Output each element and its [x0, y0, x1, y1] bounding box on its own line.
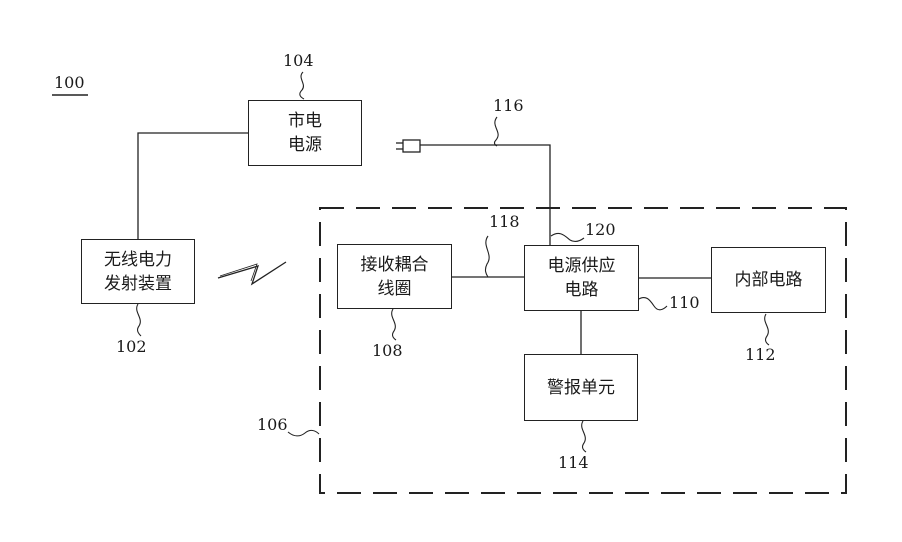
leader-114: [581, 420, 587, 453]
leader-110: [636, 297, 668, 311]
ref-104: 104: [283, 51, 314, 70]
mains-power-line-2: 电源: [288, 135, 322, 155]
ref-118: 118: [489, 212, 520, 231]
alarm-unit-line-1: 警报单元: [547, 377, 615, 398]
receiver-coil-line-1: 接收耦合: [360, 254, 429, 275]
ref-116: 116: [493, 96, 524, 115]
mains-power-block: 市电 电源: [248, 100, 362, 166]
alarm-unit-block: 警报单元: [524, 354, 638, 421]
power-supply-circuit-block: 电源供应 电路: [524, 245, 639, 311]
leader-112: [764, 313, 770, 346]
transmitter-line-1: 无线电力: [104, 249, 172, 270]
ref-112: 112: [745, 345, 776, 364]
leader-120: [550, 232, 585, 243]
wireless-transmitter-block: 无线电力 发射装置: [81, 239, 195, 304]
ref-120: 120: [585, 220, 616, 239]
internal-circuit-block: 内部电路: [711, 247, 826, 313]
ref-114: 114: [558, 453, 589, 472]
supply-line-1: 电源供应: [547, 256, 616, 276]
plug-cord: [420, 144, 551, 246]
transmitter-line-2: 发射装置: [104, 273, 172, 294]
leader-102: [136, 303, 142, 337]
receiver-coil-line-2: 线圈: [377, 278, 412, 299]
figure-label: 100: [54, 73, 85, 92]
wireless-link-icon-shadow: [219, 263, 258, 282]
supply-line-2: 电路: [564, 280, 599, 300]
ref-110: 110: [669, 293, 700, 312]
leader-106: [287, 429, 320, 437]
ref-106: 106: [257, 415, 288, 434]
leader-118: [484, 235, 490, 278]
wire-mains-to-transmitter: [137, 132, 248, 240]
internal-circuit-line-1: 内部电路: [734, 270, 803, 290]
leader-108: [391, 308, 397, 341]
ref-102: 102: [116, 337, 147, 356]
power-plug-icon: [396, 139, 421, 153]
leader-104: [299, 71, 305, 100]
receiver-coil-block: 接收耦合 线圈: [337, 244, 452, 309]
mains-power-line-1: 市电: [288, 111, 322, 131]
ref-108: 108: [372, 341, 403, 360]
wireless-link-icon: [217, 261, 287, 286]
reference-leaders: [136, 71, 770, 453]
leader-116: [493, 116, 499, 147]
device-enclosure: [319, 207, 847, 494]
